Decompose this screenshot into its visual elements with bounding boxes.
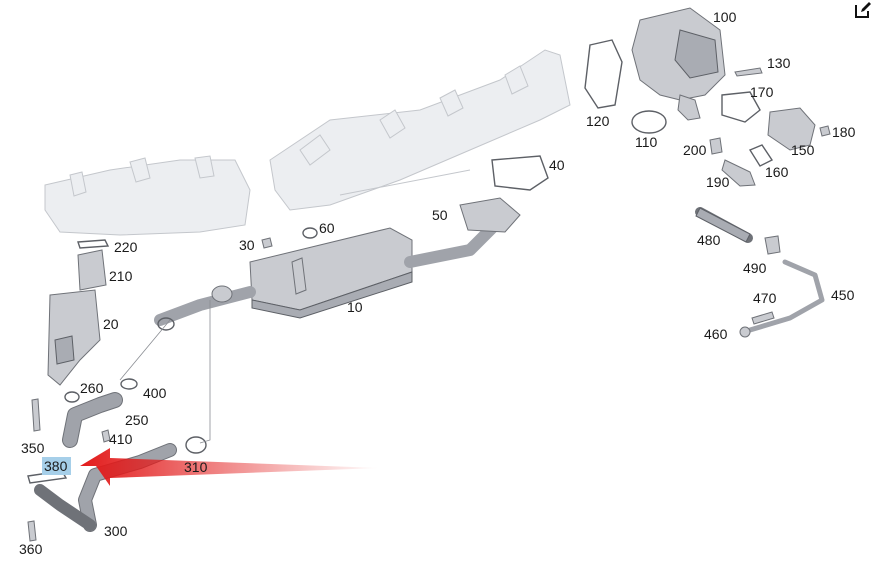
- label-220[interactable]: 220: [114, 239, 138, 255]
- label-10[interactable]: 10: [347, 299, 363, 315]
- label-highlight-380: [42, 457, 71, 475]
- pointer-arrow: [80, 448, 380, 486]
- label-460[interactable]: 460: [704, 326, 728, 342]
- part-labels: 100 130 170 120 110 180 200 150 160 190 …: [19, 9, 856, 557]
- label-450[interactable]: 450: [831, 287, 855, 303]
- label-310[interactable]: 310: [184, 459, 208, 475]
- edit-icon[interactable]: [853, 0, 873, 20]
- egr-cooler-assembly: [77, 197, 521, 331]
- intake-manifold-ghost: [44, 49, 571, 236]
- label-410[interactable]: 410: [109, 431, 133, 447]
- egr-valve-assembly: [491, 7, 831, 191]
- label-260[interactable]: 260: [80, 380, 104, 396]
- label-300[interactable]: 300: [104, 523, 128, 539]
- lower-pipes: [27, 300, 211, 542]
- label-110[interactable]: 110: [635, 134, 658, 150]
- label-360[interactable]: 360: [19, 541, 43, 557]
- label-50[interactable]: 50: [432, 207, 448, 223]
- label-20[interactable]: 20: [103, 316, 119, 332]
- right-side-parts: [695, 207, 825, 338]
- label-40[interactable]: 40: [549, 157, 565, 173]
- label-350[interactable]: 350: [21, 440, 45, 456]
- label-480[interactable]: 480: [697, 232, 721, 248]
- label-190[interactable]: 190: [706, 174, 730, 190]
- label-130[interactable]: 130: [767, 55, 791, 71]
- label-100[interactable]: 100: [713, 9, 737, 25]
- label-490[interactable]: 490: [743, 260, 767, 276]
- label-60[interactable]: 60: [319, 220, 335, 236]
- label-400[interactable]: 400: [143, 385, 167, 401]
- label-30[interactable]: 30: [239, 237, 255, 253]
- label-180[interactable]: 180: [832, 124, 856, 140]
- label-200[interactable]: 200: [683, 142, 707, 158]
- label-250[interactable]: 250: [125, 412, 149, 428]
- label-380[interactable]: 380: [44, 458, 68, 474]
- label-160[interactable]: 160: [765, 164, 789, 180]
- label-120[interactable]: 120: [586, 113, 610, 129]
- label-470[interactable]: 470: [753, 290, 777, 306]
- label-170[interactable]: 170: [750, 84, 774, 100]
- label-150[interactable]: 150: [791, 142, 815, 158]
- throttle-body: [47, 249, 107, 386]
- label-210[interactable]: 210: [109, 268, 133, 284]
